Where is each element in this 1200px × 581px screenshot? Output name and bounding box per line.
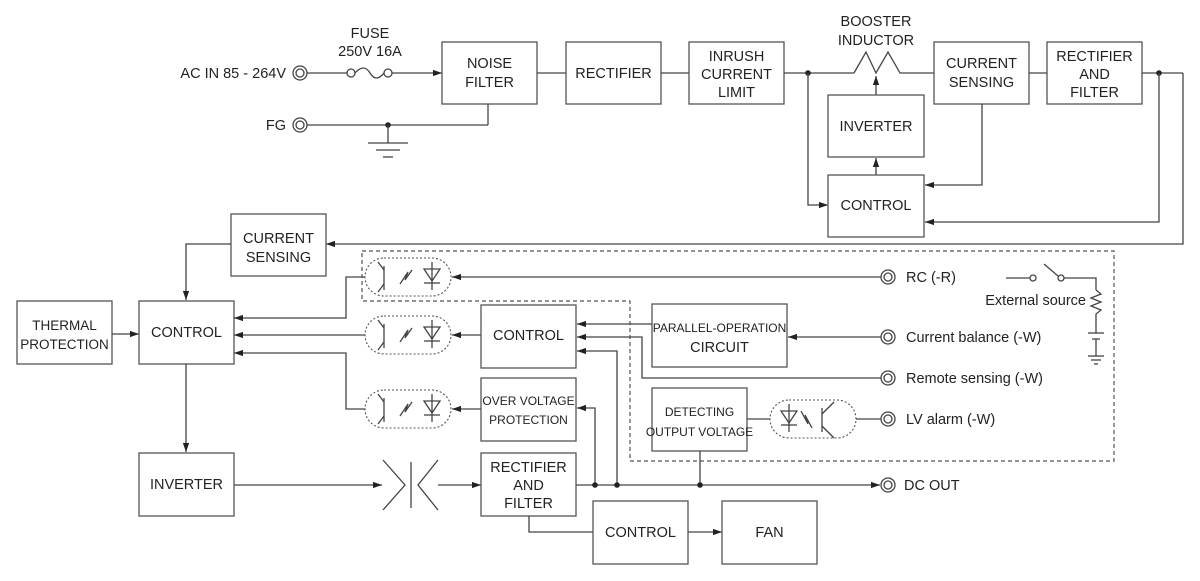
svg-text:FILTER: FILTER bbox=[504, 496, 553, 512]
lv-alarm-terminal: LV alarm (-W) bbox=[880, 411, 995, 428]
rectifier-block: RECTIFIER bbox=[565, 41, 662, 105]
svg-text:RECTIFIER: RECTIFIER bbox=[1056, 49, 1133, 65]
svg-text:CURRENT: CURRENT bbox=[701, 67, 772, 83]
fuse-icon bbox=[307, 67, 442, 79]
svg-text:CONTROL: CONTROL bbox=[841, 198, 912, 214]
optocoupler-rc-icon bbox=[364, 257, 452, 297]
control-main-block: CONTROL bbox=[138, 300, 235, 365]
svg-text:CONTROL: CONTROL bbox=[605, 525, 676, 541]
svg-text:CURRENT: CURRENT bbox=[243, 231, 314, 247]
thermal-protection-block: THERMAL PROTECTION bbox=[16, 300, 113, 365]
svg-text:INVERTER: INVERTER bbox=[839, 119, 912, 135]
noise-filter-block: NOISE FILTER bbox=[441, 41, 538, 105]
svg-text:DETECTING: DETECTING bbox=[665, 405, 734, 419]
fg-terminal: FG bbox=[266, 117, 308, 134]
svg-text:LIMIT: LIMIT bbox=[718, 85, 755, 101]
svg-text:AND: AND bbox=[1079, 67, 1110, 83]
detecting-output-voltage-block: DETECTING OUTPUT VOLTAGE bbox=[646, 387, 753, 452]
rc-terminal: RC (-R) bbox=[880, 269, 956, 286]
booster-label: BOOSTER bbox=[841, 14, 912, 30]
svg-text:PARALLEL-OPERATION: PARALLEL-OPERATION bbox=[653, 321, 787, 335]
inductor-label: INDUCTOR bbox=[838, 33, 914, 49]
svg-text:CONTROL: CONTROL bbox=[151, 325, 222, 341]
ac-in-label: AC IN 85 - 264V bbox=[180, 66, 286, 82]
fg-label: FG bbox=[266, 118, 286, 134]
optocoupler-control-icon bbox=[364, 315, 452, 355]
dc-out-terminal: DC OUT bbox=[880, 477, 960, 494]
current-balance-terminal: Current balance (-W) bbox=[880, 329, 1041, 346]
transformer-icon bbox=[382, 459, 481, 511]
isolation-boundary bbox=[361, 250, 1115, 462]
svg-text:SENSING: SENSING bbox=[246, 250, 311, 266]
svg-text:NOISE: NOISE bbox=[467, 56, 512, 72]
external-source-label: External source bbox=[985, 293, 1086, 309]
rc-label: RC (-R) bbox=[906, 270, 956, 286]
svg-text:FAN: FAN bbox=[755, 525, 783, 541]
lv-alarm-label: LV alarm (-W) bbox=[906, 412, 995, 428]
svg-text:PROTECTION: PROTECTION bbox=[20, 337, 109, 352]
dc-out-label: DC OUT bbox=[904, 478, 960, 494]
current-sensing-top-block: CURRENT SENSING bbox=[933, 41, 1030, 105]
ac-in-terminal: AC IN 85 - 264V bbox=[180, 65, 308, 82]
fan-block: FAN bbox=[721, 500, 818, 565]
svg-text:OUTPUT VOLTAGE: OUTPUT VOLTAGE bbox=[646, 425, 753, 439]
svg-text:CURRENT: CURRENT bbox=[946, 56, 1017, 72]
svg-text:RECTIFIER: RECTIFIER bbox=[575, 66, 652, 82]
inverter-top-block: INVERTER bbox=[827, 94, 925, 158]
remote-sensing-label: Remote sensing (-W) bbox=[906, 371, 1043, 387]
control-top-block: CONTROL bbox=[827, 174, 925, 238]
svg-text:RECTIFIER: RECTIFIER bbox=[490, 460, 567, 476]
svg-text:PROTECTION: PROTECTION bbox=[489, 413, 568, 427]
inverter-bottom-block: INVERTER bbox=[138, 452, 235, 517]
svg-text:FILTER: FILTER bbox=[465, 75, 514, 91]
current-balance-label: Current balance (-W) bbox=[906, 330, 1041, 346]
svg-text:CONTROL: CONTROL bbox=[493, 328, 564, 344]
rectifier-filter-top-block: RECTIFIER AND FILTER bbox=[1046, 41, 1143, 105]
ground-icon bbox=[307, 104, 489, 158]
optocoupler-ovp-icon bbox=[364, 389, 452, 429]
svg-text:INRUSH: INRUSH bbox=[709, 49, 765, 65]
remote-sensing-terminal: Remote sensing (-W) bbox=[880, 370, 1043, 387]
rectifier-filter-bottom-block: RECTIFIER AND FILTER bbox=[480, 452, 577, 517]
svg-text:AND: AND bbox=[513, 478, 544, 494]
svg-text:SENSING: SENSING bbox=[949, 75, 1014, 91]
control-fan-block: CONTROL bbox=[592, 500, 689, 565]
current-sensing-mid-block: CURRENT SENSING bbox=[230, 213, 327, 277]
fuse-label: FUSE bbox=[351, 26, 390, 42]
booster-inductor-icon bbox=[853, 50, 934, 75]
parallel-operation-block: PARALLEL-OPERATION CIRCUIT bbox=[651, 303, 788, 368]
svg-text:CIRCUIT: CIRCUIT bbox=[690, 340, 749, 356]
svg-text:OVER VOLTAGE: OVER VOLTAGE bbox=[482, 394, 574, 408]
control-secondary-block: CONTROL bbox=[480, 304, 577, 369]
inrush-current-limit-block: INRUSH CURRENT LIMIT bbox=[688, 41, 785, 105]
over-voltage-protection-block: OVER VOLTAGE PROTECTION bbox=[480, 377, 577, 442]
fuse-rating: 250V 16A bbox=[338, 44, 402, 60]
svg-text:INVERTER: INVERTER bbox=[150, 477, 223, 493]
svg-text:THERMAL: THERMAL bbox=[32, 318, 97, 333]
external-source-switch-icon bbox=[1006, 263, 1104, 365]
optocoupler-lv-alarm-icon bbox=[769, 399, 857, 439]
svg-text:FILTER: FILTER bbox=[1070, 85, 1119, 101]
